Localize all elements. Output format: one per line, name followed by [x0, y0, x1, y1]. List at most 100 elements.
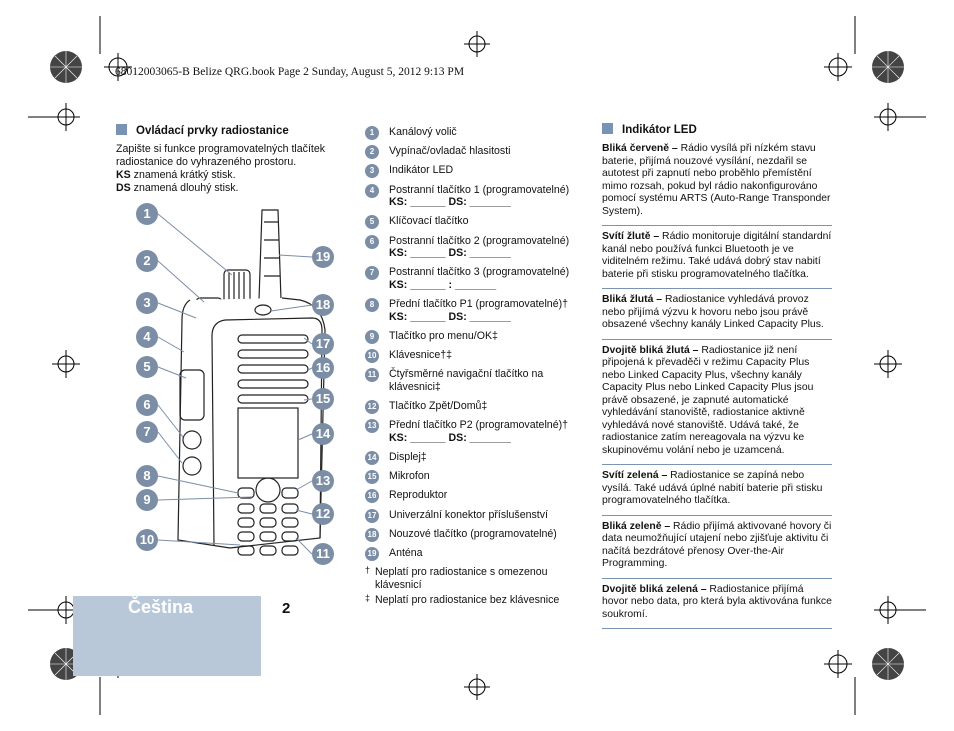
ks-text: znamená krátký stisk.	[130, 169, 236, 181]
led-section: Indikátor LED Bliká červeně – Rádio vysí…	[602, 123, 832, 634]
led-item-label: Bliká červeně –	[602, 143, 678, 154]
legend-text: Reproduktor	[389, 489, 448, 502]
legend-fill-line: KS: ______ DS: _______	[389, 196, 511, 209]
legend-number: 5	[365, 215, 379, 230]
callout-1: 1	[136, 203, 158, 225]
legend-text: Anténa	[389, 546, 423, 559]
legend-number: 1	[365, 126, 379, 140]
book-header: 68012003065-B Belize QRG.book Page 2 Sun…	[115, 66, 465, 78]
callout-16: 16	[312, 357, 334, 379]
led-item: Svítí žlutě – Rádio monitoruje digitální…	[602, 231, 832, 289]
callout-8: 8	[136, 465, 158, 487]
page-number: 2	[282, 600, 291, 617]
legend-text: Přední tlačítko P1 (programovatelné)†	[389, 298, 569, 311]
callout-13: 13	[312, 470, 334, 492]
legend-number: 16	[365, 489, 379, 504]
legend-text: Tlačítko pro menu/OK‡	[389, 329, 498, 342]
ds-line: DS znamená dlouhý stisk.	[116, 182, 356, 195]
footnote-mark: †	[365, 565, 371, 576]
legend-text: Čtyřsměrné navigační tlačítko na klávesn…	[389, 368, 544, 393]
legend-item: 1 Kanálový volič	[365, 126, 590, 140]
footnote-mark: ‡	[365, 593, 371, 604]
legend-number: 6	[365, 234, 379, 249]
callout-15: 15	[312, 388, 334, 410]
callout-4: 4	[136, 326, 158, 348]
legend-text: Postranní tlačítko 1 (programovatelné)	[389, 183, 570, 196]
led-item-label: Svítí žlutě –	[602, 231, 660, 242]
section-square-icon	[116, 124, 127, 135]
callout-9: 9	[136, 489, 158, 511]
legend-item: 16 Reproduktor	[365, 489, 590, 504]
legend-number: 10	[365, 349, 379, 364]
led-item-label: Bliká zeleně –	[602, 520, 671, 532]
led-items: Bliká červeně – Rádio vysílá při nízkém …	[602, 143, 832, 629]
callout-14: 14	[312, 423, 334, 445]
legend-item: 3 Indikátor LED	[365, 164, 590, 179]
led-item-text: Radiostanice vyhledává provoz nebo přijí…	[602, 294, 824, 330]
legend-text: Postranní tlačítko 2 (programovatelné)	[389, 234, 570, 247]
callout-5: 5	[136, 356, 158, 378]
ds-label: DS	[116, 182, 131, 194]
legend-number: 13	[365, 419, 379, 434]
legend-fill-line: KS: ______ : _______	[389, 278, 497, 291]
led-item: Svítí zelená – Radiostanice se zapíná ne…	[602, 470, 832, 516]
led-item-label: Dvojitě bliká žlutá –	[602, 344, 699, 356]
footnote-text: Neplatí pro radiostanice bez klávesnice	[375, 594, 560, 607]
callout-2: 2	[136, 250, 158, 272]
footnote-text: Neplatí pro radiostanice s omezenou kláv…	[375, 566, 548, 591]
legend-number: 12	[365, 400, 379, 415]
legend-item: 10 Klávesnice†‡	[365, 349, 590, 364]
callout-10: 10	[136, 529, 158, 551]
language-tab	[73, 596, 261, 676]
legend-text: Klávesnice†‡	[389, 349, 453, 362]
legend-text: Kanálový volič	[389, 126, 457, 138]
legend-fill-line: KS: ______ DS: _______	[389, 247, 511, 260]
section-square-icon	[602, 123, 613, 134]
led-item-text: Rádio monitoruje digitální standardní ka…	[602, 231, 832, 280]
legend-fill-line: KS: ______ DS: _______	[389, 431, 511, 444]
callout-11: 11	[312, 543, 334, 565]
legend-number: 19	[365, 546, 379, 561]
controls-intro: Zapište si funkce programovatelných tlač…	[116, 143, 356, 195]
legend-text: Přední tlačítko P2 (programovatelné)†	[389, 419, 569, 432]
legend-number: 2	[365, 145, 379, 160]
language-label: Čeština	[128, 597, 194, 617]
led-title: Indikátor LED	[622, 124, 697, 136]
legend-number: 9	[365, 329, 379, 344]
led-item-text: Radiostanice již není připojená k převad…	[602, 344, 814, 456]
controls-heading: Ovládací prvky radiostanice	[116, 124, 289, 137]
legend-fill-line: KS: ______ DS: _______	[389, 310, 511, 323]
legend-text: Indikátor LED	[389, 164, 454, 177]
legend-item: 6 Postranní tlačítko 2 (programovatelné)K…	[365, 234, 590, 260]
legend-number: 3	[365, 164, 379, 179]
legend-number: 7	[365, 266, 379, 281]
legend-text: Univerzální konektor příslušenství	[389, 508, 548, 521]
legend-number: 14	[365, 451, 379, 465]
led-item-text: Radiostanice přijímá hovor nebo data, pr…	[602, 583, 832, 620]
ks-line: KS znamená krátký stisk.	[116, 169, 356, 182]
callout-12: 12	[312, 503, 334, 525]
led-item: Dvojitě bliká žlutá – Radiostanice již n…	[602, 344, 832, 465]
legend-text: Nouzové tlačítko (programovatelné)	[389, 527, 557, 540]
led-item: Bliká žlutá – Radiostanice vyhledává pro…	[602, 294, 832, 340]
ds-text: znamená dlouhý stisk.	[130, 182, 239, 194]
led-item-text: Rádio vysílá při nízkém stavu baterie, p…	[602, 143, 831, 217]
intro-text: Zapište si funkce programovatelných tlač…	[116, 143, 326, 168]
controls-title: Ovládací prvky radiostanice	[136, 125, 289, 137]
led-item-label: Svítí zelená –	[602, 470, 668, 481]
led-item-label: Dvojitě bliká zelená –	[602, 583, 707, 595]
footnote: ‡ Neplatí pro radiostanice bez klávesnice	[365, 593, 590, 607]
led-item: Bliká červeně – Rádio vysílá při nízkém …	[602, 143, 832, 226]
legend-item: 9 Tlačítko pro menu/OK‡	[365, 329, 590, 344]
callout-17: 17	[312, 333, 334, 355]
